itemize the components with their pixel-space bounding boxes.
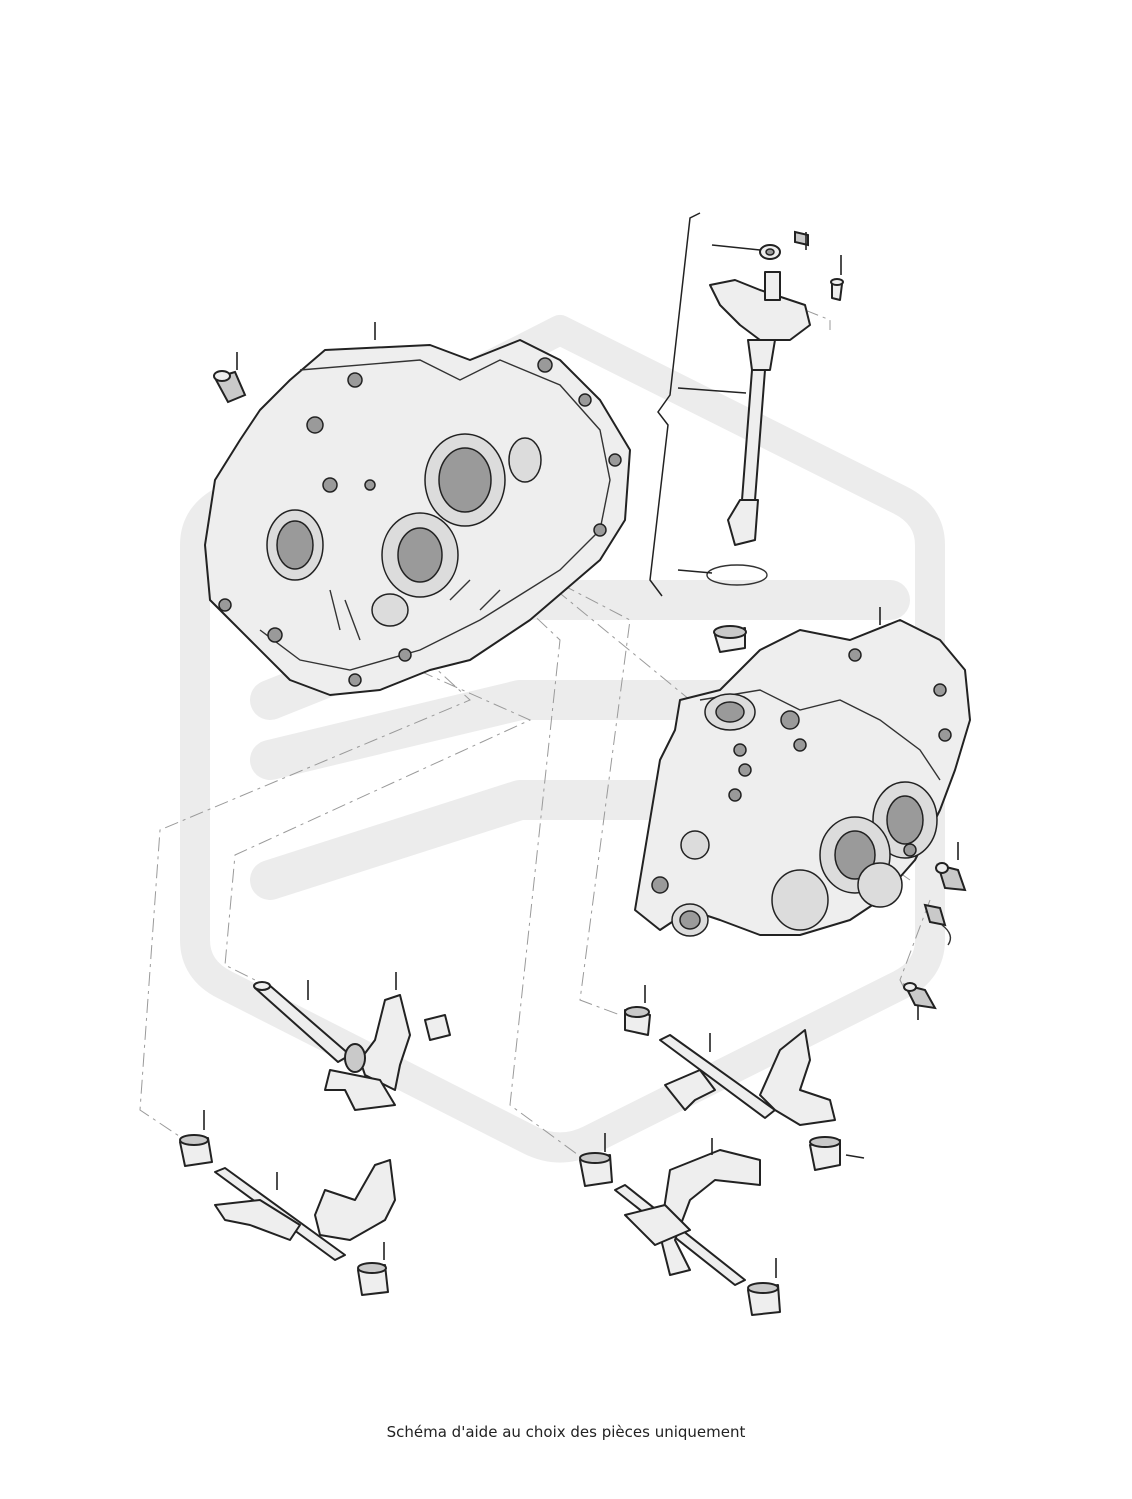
plug-left (213, 370, 247, 404)
gearbox-housing-right (634, 619, 971, 937)
reverse-light-switch (903, 982, 937, 1010)
selector-fork-upper-left (253, 981, 451, 1111)
diagram-caption: Schéma d'aide au choix des pièces unique… (386, 1423, 746, 1441)
selector-fork-lower-left (179, 1134, 396, 1296)
parts-diagram (139, 212, 971, 1316)
callout-leaders (203, 232, 959, 1278)
selector-shaft-assembly (706, 230, 844, 586)
selector-fork-upper-right (624, 1006, 841, 1171)
group-bracket (649, 212, 701, 597)
sensor-switch (923, 903, 952, 946)
selector-fork-lower-right (579, 1149, 781, 1316)
bushing-top (713, 625, 747, 653)
plug-right (935, 862, 967, 892)
gearbox-housing-left (204, 339, 631, 696)
